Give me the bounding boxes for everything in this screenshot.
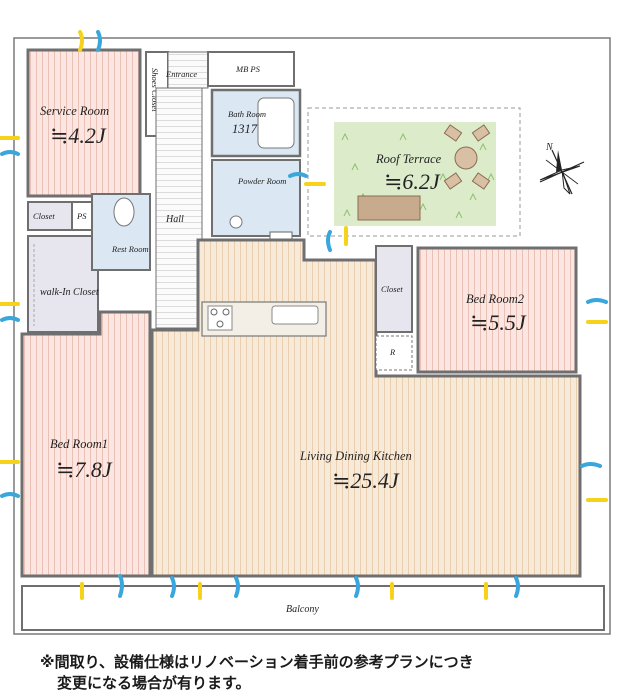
hall-label: Hall — [165, 214, 184, 225]
refrigerator-label: R — [389, 347, 396, 357]
walk-in-closet-label: walk-In Closet — [40, 287, 99, 298]
roof-terrace-label: Roof Terrace — [375, 152, 442, 166]
mb-ps-label: MB PS — [235, 64, 261, 74]
roof-terrace-area-text: ≒6.2J — [384, 169, 441, 194]
bed-room1-label: Bed Room1 — [50, 437, 108, 451]
closet-bed2 — [375, 245, 413, 333]
refrigerator — [375, 335, 413, 371]
bed-room2-area-text: ≒5.5J — [470, 310, 527, 335]
service-room-area-text: ≒4.2J — [50, 123, 107, 148]
mb-ps — [207, 51, 295, 87]
entrance-label: Entrance — [165, 69, 197, 79]
service-room-area — [26, 48, 142, 198]
compass-icon — [539, 149, 585, 195]
hall-area — [155, 87, 203, 329]
bath-room-label: Bath Room — [228, 109, 266, 119]
ventilation-arrows — [0, 30, 608, 600]
disclaimer-note: ※間取り、設備仕様はリノベーション着手前の参考プランにつき 変更になる場合が有り… — [40, 652, 600, 694]
service-room-label: Service Room — [40, 104, 109, 118]
disclaimer-line2: 変更になる場合が有ります。 — [57, 674, 251, 692]
roof-terrace-frame — [307, 107, 521, 237]
bed-room1-area — [20, 310, 152, 578]
terrace-bench — [357, 195, 421, 221]
closet-left-label: Closet — [33, 211, 55, 221]
bath-room-size: 1317 — [232, 122, 258, 136]
disclaimer-line1: ※間取り、設備仕様はリノベーション着手前の参考プランにつき — [40, 653, 474, 671]
ldk-area-text: ≒25.4J — [332, 468, 400, 493]
shoes-closet-label: Shoes Closet — [150, 68, 160, 112]
closet-left — [27, 201, 73, 231]
powder-room-label: Powder Room — [237, 176, 286, 186]
terrace-table — [454, 146, 478, 170]
balcony-label: Balcony — [286, 604, 319, 615]
outer-wall — [13, 37, 611, 635]
closet-bed2-label: Closet — [381, 284, 403, 294]
ps-left-label: PS — [76, 211, 87, 221]
ldk-label: Living Dining Kitchen — [299, 449, 412, 463]
rest-room-label: Rest Room — [111, 244, 149, 254]
bed-room2-area — [416, 246, 578, 374]
walk-in-closet — [27, 235, 99, 333]
powder-room — [211, 159, 301, 237]
compass-label: N — [545, 142, 554, 153]
bed-room1-area-text: ≒7.8J — [56, 457, 113, 482]
floor-plan: Service Room ≒4.2J Closet PS walk-In Clo… — [0, 30, 611, 635]
bed-room2-label: Bed Room2 — [466, 292, 524, 306]
